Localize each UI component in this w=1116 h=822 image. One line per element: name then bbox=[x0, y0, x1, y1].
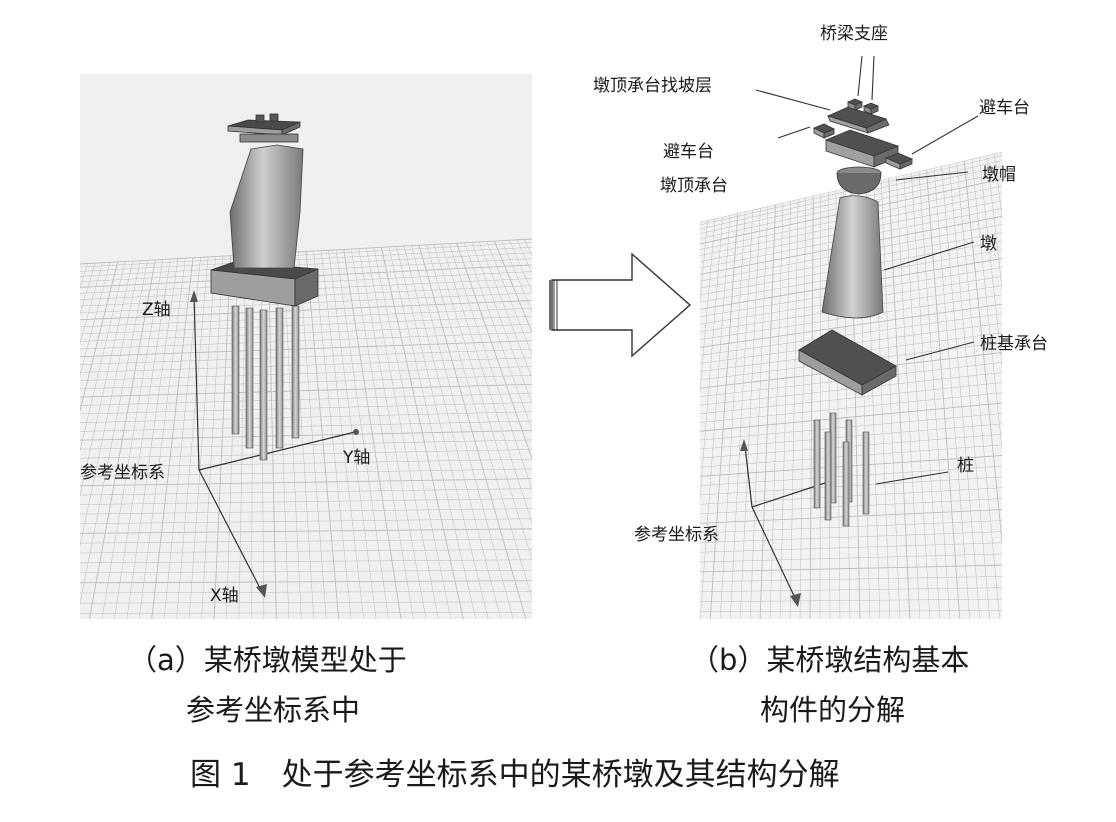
y-axis-label: Y轴 bbox=[343, 448, 371, 468]
caption-b-line1: （b）某桥墩结构基本 bbox=[690, 643, 970, 677]
stopper-left bbox=[813, 123, 835, 139]
reference-system-label-b: 参考坐标系 bbox=[634, 525, 719, 545]
pier-label: 墩 bbox=[980, 234, 997, 254]
x-axis-label: X轴 bbox=[210, 586, 239, 606]
pier bbox=[229, 144, 304, 269]
caption-a-line1: （a）某桥墩模型处于 bbox=[128, 643, 407, 677]
caption-b-line2: 构件的分解 bbox=[760, 693, 906, 727]
pier-top bbox=[227, 113, 301, 143]
bearings-component bbox=[846, 98, 880, 115]
reference-axes bbox=[740, 439, 829, 607]
ground-grid bbox=[80, 238, 532, 619]
figure-caption: 图 1 处于参考坐标系中的某桥墩及其结构分解 bbox=[190, 757, 840, 793]
pier-cap-label: 墩帽 bbox=[982, 165, 1016, 185]
reference-system-label-a: 参考坐标系 bbox=[80, 463, 165, 483]
pile-label: 桩 bbox=[957, 456, 974, 476]
piles bbox=[231, 305, 300, 461]
leveling-layer-component bbox=[826, 106, 890, 134]
leader-lines bbox=[755, 55, 979, 485]
pile-cap-label: 桩基承台 bbox=[980, 334, 1048, 354]
top-cap-component bbox=[824, 129, 900, 168]
stopper-right bbox=[884, 152, 914, 170]
reference-axes bbox=[190, 290, 359, 598]
bearing-label: 桥梁支座 bbox=[820, 24, 888, 44]
z-axis-label: Z轴 bbox=[142, 300, 171, 320]
piles bbox=[813, 412, 870, 527]
pier-cap-component bbox=[836, 166, 882, 195]
panel-a-scene bbox=[80, 74, 532, 619]
stopper-left-label: 避车台 bbox=[663, 142, 714, 162]
caption-a-line2: 参考坐标系中 bbox=[186, 693, 361, 727]
top-cap-label: 墩顶承台 bbox=[660, 176, 728, 196]
panel-b-scene bbox=[700, 22, 1002, 619]
stopper-right-label: 避车台 bbox=[979, 98, 1030, 118]
panel-a-model-view bbox=[80, 74, 532, 619]
pier-component bbox=[821, 195, 884, 319]
pile-cap-component bbox=[798, 329, 897, 396]
transition-arrow bbox=[549, 252, 692, 358]
panel-b-exploded-view bbox=[700, 22, 1002, 619]
leveling-layer-label: 墩顶承台找坡层 bbox=[593, 76, 712, 96]
